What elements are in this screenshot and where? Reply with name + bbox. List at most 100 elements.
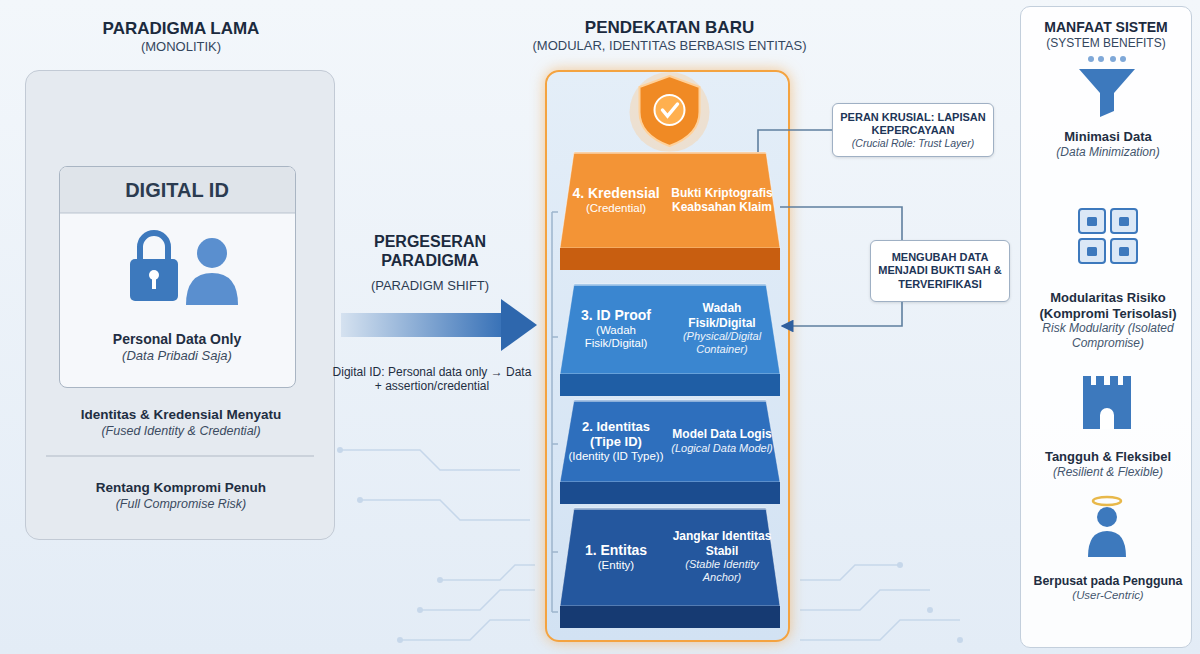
- bracket-tick: [552, 611, 558, 613]
- label-group: Modularitas Risiko (Kompromi Terisolasi)…: [1030, 280, 1186, 360]
- shift-arrow: [341, 313, 501, 337]
- module-icon: [1079, 239, 1105, 263]
- slab-front: [560, 374, 780, 396]
- slab-top: [560, 508, 780, 606]
- person-body: [186, 273, 238, 305]
- caption-text: Minimasi Data: [1030, 129, 1186, 145]
- node-text: Jangkar Identitas Stabil: [670, 529, 774, 558]
- data-dot: [1088, 56, 1094, 62]
- module-core: [1119, 247, 1129, 256]
- node-text: (Identity (ID Type)): [566, 450, 666, 464]
- header-band: [60, 167, 296, 213]
- node-text: (Full Compromise Risk): [36, 497, 326, 512]
- edge-label: PERGESERAN PARADIGMA: [340, 232, 520, 270]
- text-column: Wadah Fisik/Digital(Physical/Digital Con…: [670, 286, 774, 372]
- text-column: PARADIGMA LAMA(MONOLITIK): [26, 9, 336, 65]
- slab-highlight: [574, 508, 766, 510]
- caption-text: Risk Modularity (Isolated Compromise): [1030, 321, 1186, 350]
- slab-top: [560, 284, 780, 374]
- node-text: 4. Kredensial: [566, 185, 666, 202]
- node-text: (MODULAR, IDENTITAS BERBASIS ENTITAS): [497, 38, 842, 54]
- caption-text: (User-Centric): [1030, 589, 1186, 603]
- node-text: (Logical Data Model): [670, 442, 774, 455]
- text-column: MENGUBAH DATA MENJADI BUKTI SAH & TERVER…: [875, 243, 1005, 299]
- module-core: [1119, 217, 1129, 226]
- connector: [780, 207, 902, 240]
- node-text: (Data Pribadi Saja): [65, 348, 289, 364]
- entity-layer: 1. Entitas(Entity)Jangkar Identitas Stab…: [560, 508, 780, 628]
- person-head: [1097, 507, 1117, 527]
- shield-icon: [640, 76, 700, 146]
- node-text: (Wadah Fisik/Digital): [566, 324, 666, 352]
- text-column: Identitas & Kredensial Menyatu(Fused Ide…: [36, 396, 326, 450]
- label-group: Minimasi Data(Data Minimization): [1030, 122, 1186, 166]
- slab-highlight: [574, 400, 766, 402]
- bracket-tick: [552, 551, 558, 553]
- lock-shackle: [140, 233, 168, 261]
- node-text: PERAN KRUSIAL: LAPISAN KEPERCAYAAN: [837, 111, 989, 137]
- digital-id-box: DIGITAL ID Personal Data Only(Data Pribad…: [59, 166, 296, 388]
- connector: [758, 130, 832, 152]
- node-text: Bukti Kriptografis Keabsahan Klaim: [670, 186, 774, 215]
- lock-body: [130, 259, 178, 301]
- person-head: [197, 238, 227, 268]
- text-column: 2. Identitas (Tipe ID)(Identity (ID Type…: [566, 402, 666, 480]
- data-dot: [1110, 56, 1116, 62]
- castle-battlement: [1110, 376, 1118, 386]
- data-dot: [1098, 56, 1104, 62]
- label-group: Digital ID: Personal data only → Data + …: [330, 356, 534, 402]
- badge-icon: [655, 95, 685, 125]
- funnel-icon: [1079, 69, 1135, 117]
- node-text: (Entity): [566, 559, 666, 573]
- text-column: MANFAAT SISTEM(SYSTEM BENEFITS): [1025, 13, 1187, 57]
- keyhole: [152, 277, 156, 289]
- slab-top: [560, 152, 780, 248]
- text-column: Model Data Logis(Logical Data Model): [670, 402, 774, 480]
- caption-text: Berpusat pada Pengguna: [1030, 574, 1186, 589]
- label-group: Tangguh & Fleksibel(Resilient & Flexible…: [1030, 442, 1186, 486]
- text-column: 1. Entitas(Entity): [566, 510, 666, 604]
- label-group: (PARADIGM SHIFT): [340, 276, 520, 296]
- node-text: 1. Entitas: [566, 542, 666, 559]
- bracket-tick: [552, 443, 558, 445]
- shield-glow: [630, 72, 710, 152]
- text-column: Jangkar Identitas Stabil(Stable Identity…: [670, 510, 774, 604]
- divider-line: [46, 455, 314, 457]
- node-text: 2. Identitas (Tipe ID): [566, 419, 666, 450]
- slab-highlight: [574, 152, 766, 154]
- data-dot: [1120, 56, 1126, 62]
- node-text: PENDEKATAN BARU: [497, 18, 842, 38]
- castle-battlement: [1123, 376, 1131, 386]
- slab-highlight: [574, 284, 766, 286]
- text-column: PENDEKATAN BARU(MODULAR, IDENTITAS BERBA…: [497, 8, 842, 64]
- node-text: Model Data Logis: [670, 427, 774, 441]
- slab-front: [560, 482, 780, 504]
- module-icon: [1111, 209, 1137, 233]
- node-text: 3. ID Proof: [566, 307, 666, 324]
- slab-front: [560, 606, 780, 628]
- check-mark: [663, 104, 678, 116]
- identity-layer: 2. Identitas (Tipe ID)(Identity (ID Type…: [560, 400, 780, 504]
- bracket-tick: [552, 336, 558, 338]
- legacy-panel: PARADIGMA LAMA(MONOLITIK)Identitas & Kre…: [25, 70, 335, 540]
- node-text: Personal Data Only: [65, 331, 289, 348]
- callout-box: PERAN KRUSIAL: LAPISAN KEPERCAYAAN(Cruci…: [832, 103, 994, 157]
- callout-box: MENGUBAH DATA MENJADI BUKTI SAH & TERVER…: [870, 240, 1010, 302]
- text-column: DIGITAL ID: [60, 167, 294, 213]
- node-text: (Credential): [566, 202, 666, 216]
- node-text: MANFAAT SISTEM: [1025, 19, 1187, 36]
- castle-door: [1100, 408, 1114, 429]
- node-text: (Crucial Role: Trust Layer): [837, 137, 989, 150]
- node-text: (Stable Identity Anchor): [670, 558, 774, 584]
- caption-text: Digital ID: Personal data only → Data + …: [330, 365, 534, 394]
- text-column: Bukti Kriptografis Keabsahan Klaim: [670, 154, 774, 246]
- node-text: (Fused Identity & Credential): [36, 424, 326, 439]
- label-group: Berpusat pada Pengguna(User-Centric): [1030, 566, 1186, 610]
- castle-battlement: [1083, 376, 1091, 386]
- connector: [782, 302, 902, 326]
- layer-stack-container: PENDEKATAN BARU(MODULAR, IDENTITAS BERBA…: [545, 70, 790, 642]
- caption-text: (Data Minimization): [1030, 145, 1186, 159]
- node-text: DIGITAL ID: [60, 178, 294, 202]
